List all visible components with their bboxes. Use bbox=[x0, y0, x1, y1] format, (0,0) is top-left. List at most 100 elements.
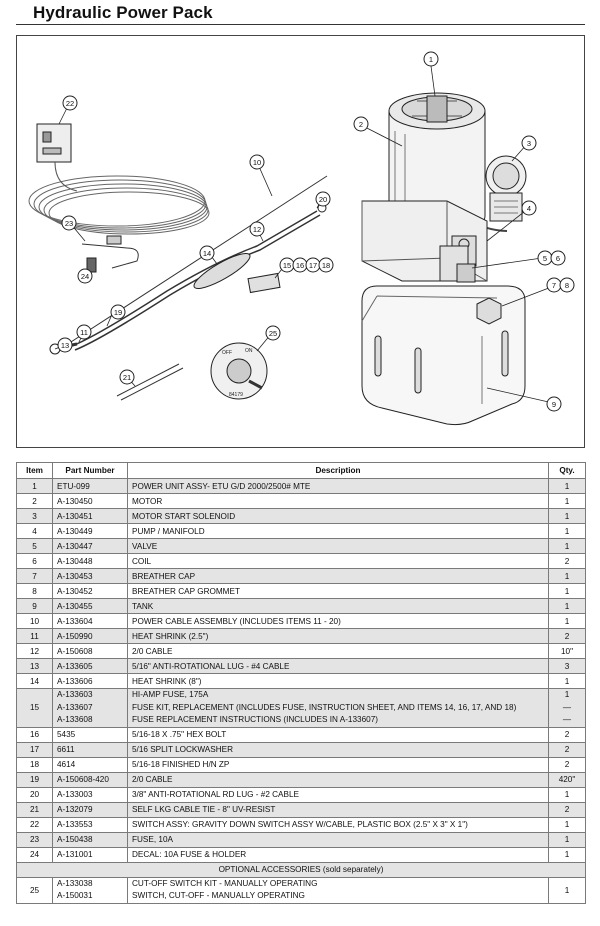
part-number-cell-line: A-133603 bbox=[57, 690, 93, 699]
qty-cell: 1 bbox=[548, 568, 586, 584]
item-cell: 8 bbox=[16, 583, 53, 599]
description-cell: COIL bbox=[127, 553, 549, 569]
qty-cell: 1 bbox=[548, 613, 586, 629]
part-number-cell: 5435 bbox=[52, 726, 128, 743]
callout-20: 20 bbox=[315, 191, 331, 207]
qty-cell: 420" bbox=[548, 771, 586, 788]
part-number-cell: A-130455 bbox=[52, 598, 128, 614]
part-number-cell-line: A-133608 bbox=[57, 715, 93, 724]
part-number-cell: A-130453 bbox=[52, 568, 128, 584]
svg-text:25: 25 bbox=[269, 329, 277, 338]
qty-cell-line: — bbox=[562, 715, 572, 724]
part-number-cell: A-130451 bbox=[52, 508, 128, 524]
qty-cell: 1 bbox=[548, 786, 586, 803]
part-number-cell: 4614 bbox=[52, 756, 128, 773]
item-cell: 16 bbox=[16, 726, 53, 743]
callout-25: 25 bbox=[265, 325, 281, 341]
callout-11: 11 bbox=[76, 324, 92, 340]
title-divider bbox=[16, 24, 585, 25]
part-number-cell-line: A-133038 bbox=[57, 878, 93, 888]
optional-accessories-label: OPTIONAL ACCESSORIES (sold separately) bbox=[16, 861, 586, 878]
svg-text:18: 18 bbox=[322, 261, 330, 270]
qty-cell: 1—— bbox=[548, 688, 586, 728]
qty-cell: 2 bbox=[548, 801, 586, 818]
description-cell: 5/16-18 X .75" HEX BOLT bbox=[127, 726, 549, 743]
item-cell: 1 bbox=[16, 478, 53, 494]
svg-text:3: 3 bbox=[527, 139, 531, 148]
item-cell: 20 bbox=[16, 786, 53, 803]
qty-cell: 2 bbox=[548, 553, 586, 569]
description-column-header: Description bbox=[127, 462, 549, 479]
description-cell: MOTOR START SOLENOID bbox=[127, 508, 549, 524]
svg-text:6: 6 bbox=[556, 254, 560, 263]
description-cell: TANK bbox=[127, 598, 549, 614]
callout-22: 22 bbox=[62, 95, 78, 111]
svg-text:11: 11 bbox=[80, 328, 88, 337]
svg-text:13: 13 bbox=[61, 341, 69, 350]
svg-text:5: 5 bbox=[543, 254, 547, 263]
description-cell-line: CUT-OFF SWITCH KIT - MANUALLY OPERATING bbox=[132, 878, 318, 888]
callout-14: 14 bbox=[199, 245, 215, 261]
item-cell: 3 bbox=[16, 508, 53, 524]
qty-cell: 1 bbox=[548, 831, 586, 848]
callout-23: 23 bbox=[61, 215, 77, 231]
svg-text:24: 24 bbox=[81, 272, 89, 281]
description-cell-line: HI-AMP FUSE, 175A bbox=[132, 690, 209, 699]
exploded-parts-diagram: OFF ON 84179 1 2 3 4 5 6 7 8 9 10 11 12 … bbox=[16, 35, 585, 448]
part-number-cell: A-130450 bbox=[52, 493, 128, 509]
qty-cell: 1 bbox=[548, 478, 586, 494]
part-number-cell: A-133553 bbox=[52, 816, 128, 833]
description-cell: HEAT SHRINK (2.5") bbox=[127, 628, 549, 644]
part-number-column-header: Part Number bbox=[52, 462, 128, 479]
item-cell: 9 bbox=[16, 598, 53, 614]
qty-cell-line: 1 bbox=[564, 690, 570, 699]
part-number-cell: A-130449 bbox=[52, 523, 128, 539]
qty-column-header: Qty. bbox=[548, 462, 586, 479]
item-cell: 10 bbox=[16, 613, 53, 629]
description-cell-line: FUSE KIT, REPLACEMENT (INCLUDES FUSE, IN… bbox=[132, 702, 517, 712]
part-number-cell: A-133604 bbox=[52, 613, 128, 629]
item-cell: 23 bbox=[16, 831, 53, 848]
qty-cell: 1 bbox=[548, 583, 586, 599]
svg-text:17: 17 bbox=[309, 261, 317, 270]
qty-cell: 1 bbox=[548, 846, 586, 863]
item-cell: 14 bbox=[16, 673, 53, 689]
svg-text:4: 4 bbox=[527, 204, 531, 213]
description-cell: MOTOR bbox=[127, 493, 549, 509]
qty-cell: 2 bbox=[548, 726, 586, 743]
description-cell: SWITCH ASSY: GRAVITY DOWN SWITCH ASSY W/… bbox=[127, 816, 549, 833]
cable-ties bbox=[116, 363, 184, 401]
callout-8: 8 bbox=[559, 277, 575, 293]
description-cell: FUSE, 10A bbox=[127, 831, 549, 848]
callout-21: 21 bbox=[119, 369, 135, 385]
switch-box bbox=[36, 123, 72, 163]
callout-7: 7 bbox=[546, 277, 562, 293]
table-header-row: Item Part Number Description Qty. bbox=[16, 462, 586, 479]
part-number-cell: A-150608-420 bbox=[52, 771, 128, 788]
part-number-cell: A-133605 bbox=[52, 658, 128, 674]
callout-1: 1 bbox=[423, 51, 439, 67]
description-cell: BREATHER CAP GROMMET bbox=[127, 583, 549, 599]
callout-3: 3 bbox=[521, 135, 537, 151]
item-cell: 18 bbox=[16, 756, 53, 773]
svg-text:21: 21 bbox=[123, 373, 131, 382]
qty-cell: 2 bbox=[548, 756, 586, 773]
callout-12: 12 bbox=[249, 221, 265, 237]
part-number-cell: A-150990 bbox=[52, 628, 128, 644]
